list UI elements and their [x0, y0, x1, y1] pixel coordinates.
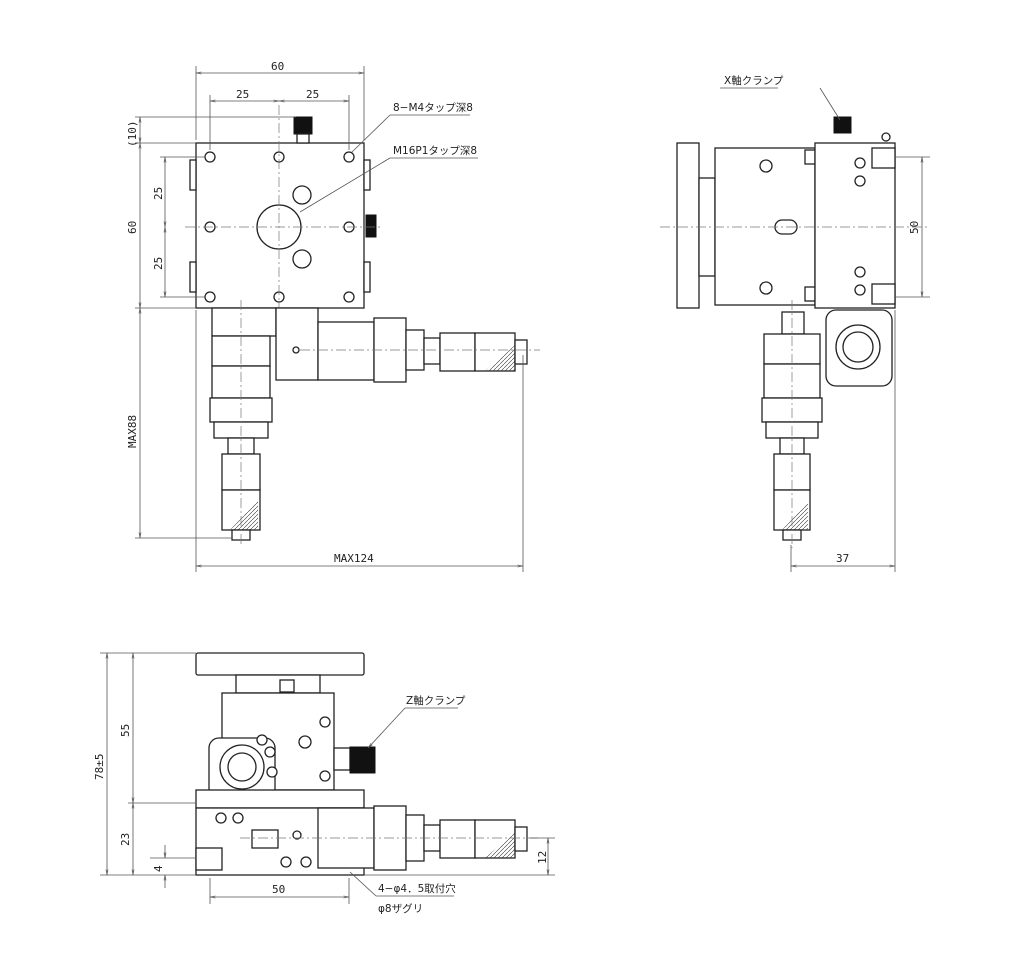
y-micrometer [209, 300, 277, 545]
dim-height-60: 60 [126, 221, 139, 234]
note-m16-tap: M16P1タップ深8 [393, 145, 477, 157]
stage-plate [195, 652, 365, 676]
x-micrometer-front [240, 805, 540, 871]
z-micrometer [761, 300, 823, 548]
dim-37: 37 [836, 552, 849, 565]
z-clamp-label: Z軸クランプ [406, 694, 466, 707]
clamp-knob-icon [365, 214, 377, 238]
front-view: 78±5 55 23 4 50 12 Z軸クランプ 4−φ4．5取付穴 φ8ザグ… [93, 652, 555, 915]
dim-base-4: 4 [152, 865, 165, 872]
x-micrometer [275, 307, 540, 383]
dim-max88: MAX88 [126, 415, 139, 448]
dim-height-total: 78±5 [93, 754, 106, 781]
clamp-knob-icon [293, 116, 313, 135]
dim-upper-25: 25 [152, 187, 165, 200]
dim-max124: MAX124 [334, 552, 374, 565]
dim-axis-12: 12 [536, 851, 549, 864]
side-view-dimensions: X軸クランプ 50 37 [720, 74, 930, 572]
dim-upper-55: 55 [119, 724, 132, 737]
front-view-dimensions: 78±5 55 23 4 50 12 Z軸クランプ 4−φ4．5取付穴 φ8ザグ… [93, 652, 555, 915]
note-counterbore: φ8ザグリ [378, 902, 423, 915]
stage-plate [676, 142, 700, 309]
note-mounting-holes: 4−φ4．5取付穴 [378, 882, 456, 895]
dim-pitch-right: 25 [306, 88, 319, 101]
x-clamp-label: X軸クランプ [724, 74, 784, 87]
note-m4-tap: 8−M4タップ深8 [393, 102, 473, 114]
dim-50: 50 [908, 221, 921, 234]
dim-lower-23: 23 [119, 833, 132, 846]
top-view-dimensions: 60 25 25 (10) 25 25 60 MAX88 MAX124 8−M4… [126, 60, 524, 572]
dim-clamp-10: (10) [126, 121, 139, 148]
dim-lower-25: 25 [152, 257, 165, 270]
top-view: 60 25 25 (10) 25 25 60 MAX88 MAX124 8−M4… [126, 60, 540, 572]
dim-pitch-left: 25 [236, 88, 249, 101]
z-clamp-knob-icon [349, 746, 376, 774]
dim-width-60: 60 [271, 60, 284, 73]
side-view: X軸クランプ 50 37 [660, 74, 930, 572]
dim-hole-pitch-50: 50 [272, 883, 285, 896]
x-clamp-knob-icon [833, 116, 852, 134]
